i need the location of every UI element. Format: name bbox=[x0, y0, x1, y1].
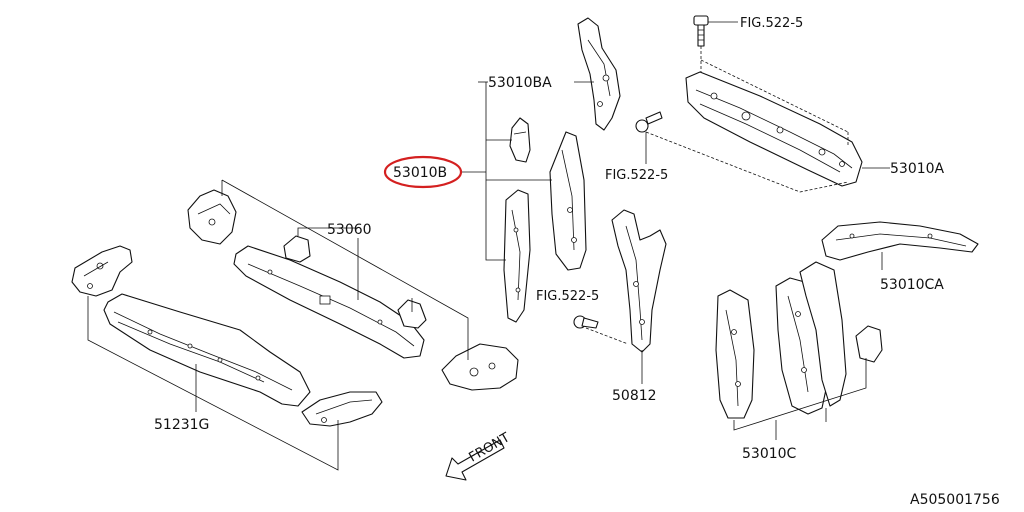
ref-mid-bolt: FIG.522-5 bbox=[536, 289, 599, 304]
label-53010b: 53010B bbox=[393, 165, 447, 181]
bolt-upper bbox=[635, 111, 663, 133]
part-53010c-drawing bbox=[715, 261, 883, 419]
label-53010ca: 53010CA bbox=[880, 277, 944, 293]
catalog-id: A505001756 bbox=[910, 492, 1000, 508]
highlight-ring bbox=[383, 155, 463, 189]
part-51231g-drawing bbox=[71, 245, 383, 427]
part-53010ba-drawing bbox=[577, 17, 621, 131]
part-50812-drawing bbox=[611, 209, 667, 353]
arrow-front-icon bbox=[445, 439, 505, 481]
part-53010ca-drawing bbox=[821, 221, 979, 261]
part-53060-drawing bbox=[187, 189, 519, 391]
bolt-top bbox=[693, 15, 709, 47]
dashed-lines bbox=[585, 46, 849, 345]
part-53010a-drawing bbox=[685, 71, 863, 187]
leader-lines bbox=[87, 81, 890, 471]
label-53060: 53060 bbox=[327, 222, 372, 238]
label-53010ba: 53010BA bbox=[488, 75, 552, 91]
label-53010a: 53010A bbox=[890, 161, 945, 177]
bolt-mid bbox=[573, 315, 599, 329]
label-53010c: 53010C bbox=[742, 446, 797, 462]
front-label: FRONT bbox=[467, 430, 513, 465]
part-53010b-drawing bbox=[503, 117, 587, 323]
label-51231g: 51231G bbox=[154, 417, 209, 433]
ref-top-bolt: FIG.522-5 bbox=[740, 16, 803, 31]
label-50812: 50812 bbox=[612, 388, 657, 404]
ref-upper-bolt: FIG.522-5 bbox=[605, 168, 668, 183]
